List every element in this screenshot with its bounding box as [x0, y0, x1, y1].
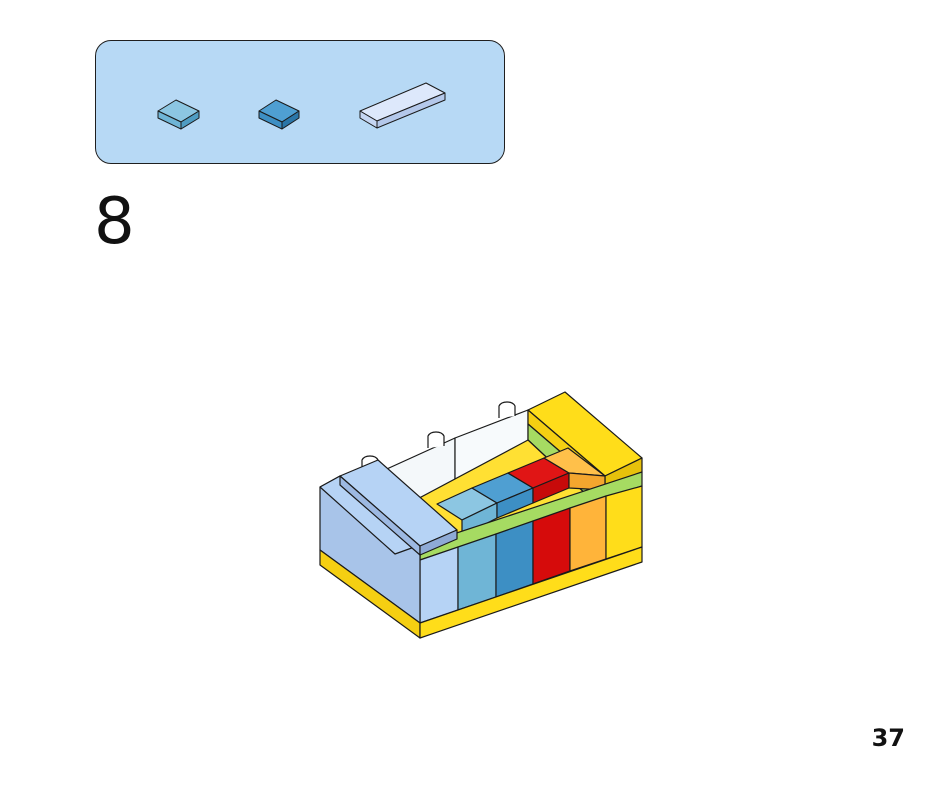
- base-plate-yellow: [319, 546, 643, 639]
- tile-1x4-bright-light-blue-icon: [359, 82, 446, 129]
- parts-callout-panel: [95, 40, 505, 164]
- front-rim-tiles: [436, 447, 606, 537]
- page-number: 37: [871, 724, 905, 752]
- tile-1x1-medium-azure-icon: [157, 99, 200, 130]
- tile-1x1-dark-azure-icon: [258, 99, 300, 130]
- placed-tile-1x4-light-blue: [339, 459, 458, 556]
- step-number: 8: [94, 185, 135, 259]
- parts-list: [157, 82, 446, 130]
- model-illustration: [319, 391, 643, 639]
